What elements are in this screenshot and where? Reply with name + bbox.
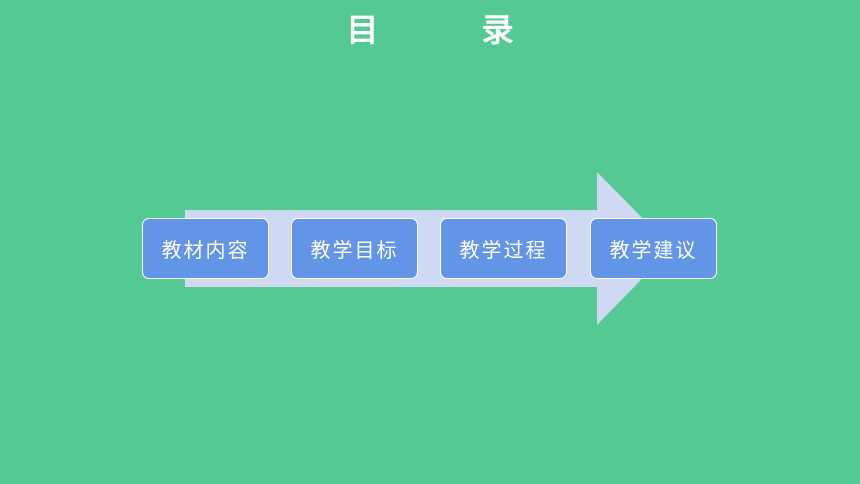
step-box-3[interactable]: 教学过程	[440, 218, 567, 279]
step-box-4[interactable]: 教学建议	[590, 218, 717, 279]
step-box-2[interactable]: 教学目标	[291, 218, 418, 279]
page-title: 目 录	[346, 11, 560, 49]
arrow-shape	[185, 172, 672, 325]
step-box-1[interactable]: 教材内容	[142, 218, 269, 279]
